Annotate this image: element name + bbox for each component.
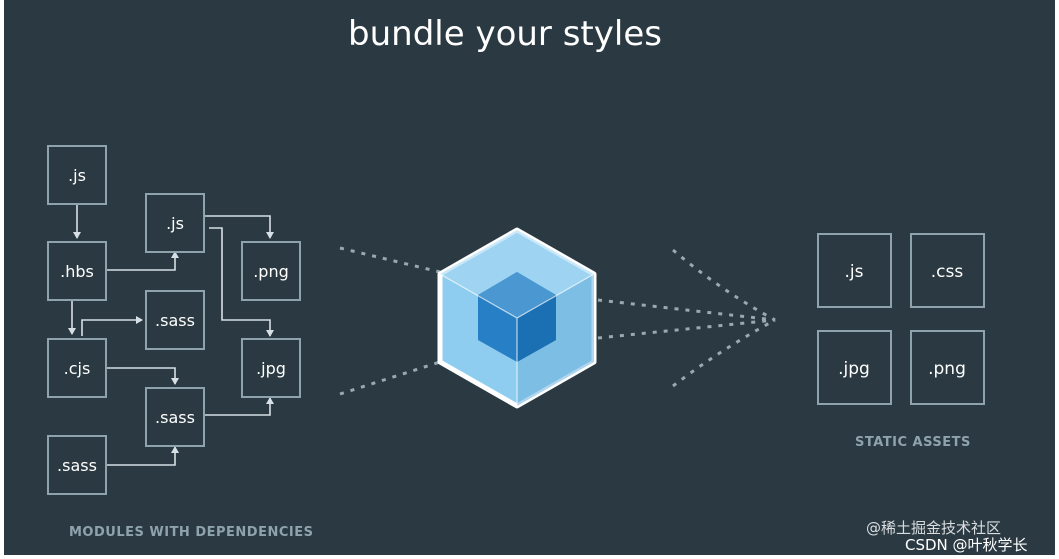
dependency-arrows xyxy=(68,204,274,466)
module-label-sass-3: .sass xyxy=(57,456,97,475)
asset-label-png: .png xyxy=(928,359,966,379)
asset-label-css: .css xyxy=(931,262,964,282)
module-label-jpg: .jpg xyxy=(256,359,286,378)
arrow-cjs-to-sass xyxy=(81,316,143,336)
watermark-juejin: @稀土掘金技术社区 xyxy=(866,519,1002,537)
asset-box-png xyxy=(910,330,985,405)
arrow-cjs-to-sass-2 xyxy=(106,367,179,385)
module-box-sass-2 xyxy=(145,387,205,447)
module-label-js-1: .js xyxy=(68,166,86,185)
asset-label-js: .js xyxy=(845,262,864,282)
arrow-hbs-to-js xyxy=(106,251,179,271)
assets-caption: STATIC ASSETS xyxy=(855,435,971,450)
module-label-sass-2: .sass xyxy=(155,408,195,427)
module-box-png xyxy=(241,241,301,301)
modules-caption: MODULES WITH DEPENDENCIES xyxy=(69,525,314,540)
diagram-title: bundle your styles xyxy=(348,14,662,54)
module-label-hbs: .hbs xyxy=(60,262,94,281)
module-label-png: .png xyxy=(253,262,289,281)
asset-label-jpg: .jpg xyxy=(838,359,870,379)
input-dotted-lines xyxy=(339,246,441,396)
module-box-js-2 xyxy=(145,193,205,253)
module-label-sass-1: .sass xyxy=(155,311,195,330)
module-box-cjs xyxy=(47,338,107,398)
arrow-sass-to-jpg xyxy=(204,397,274,416)
module-label-js-2: .js xyxy=(166,214,184,233)
module-box-sass-3 xyxy=(47,435,107,495)
arrow-js-to-png xyxy=(204,215,274,239)
module-label-cjs: .cjs xyxy=(64,359,91,378)
output-dotted-lines xyxy=(597,248,776,388)
asset-box-jpg xyxy=(817,330,892,405)
arrow-js-to-jpg xyxy=(209,227,274,337)
module-box-js-1 xyxy=(47,145,107,205)
asset-box-css xyxy=(910,233,985,308)
watermark-csdn: CSDN @叶秋学长 xyxy=(905,536,1028,554)
asset-box-js xyxy=(817,233,892,308)
webpack-cube-logo xyxy=(437,227,597,409)
arrow-sass-to-sass xyxy=(106,446,179,466)
module-box-sass-1 xyxy=(145,290,205,350)
module-box-jpg xyxy=(241,338,301,398)
module-box-hbs xyxy=(47,241,107,301)
